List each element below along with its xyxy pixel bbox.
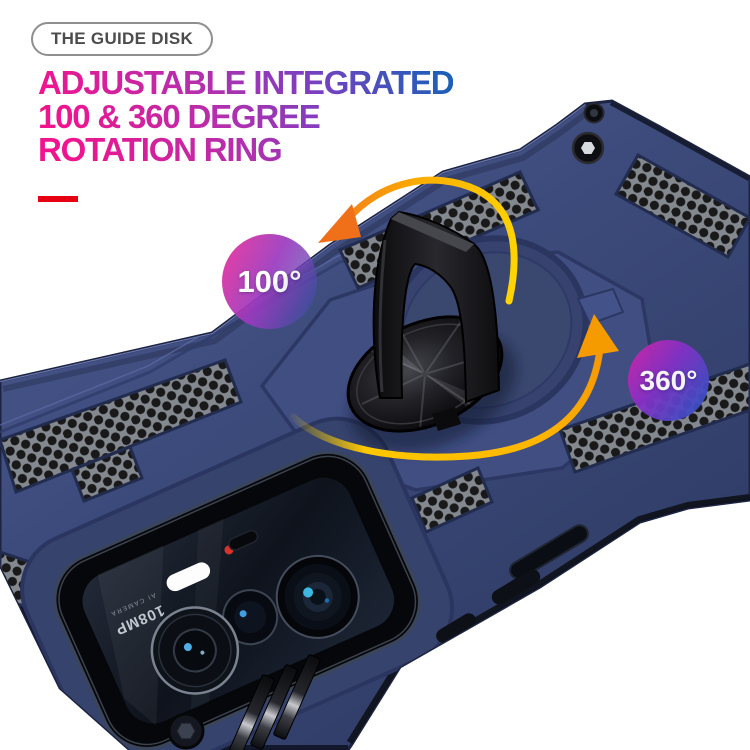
case-top-rim-highlight [0,103,586,383]
kickstand-arch [372,210,501,431]
angle-badge-100: 100° [222,234,317,329]
hex-texture-strip [613,152,750,260]
hex-texture-strip [70,445,144,503]
kickstand-base-notch [432,407,461,431]
tilt-arrow-head [318,204,361,243]
corner-screw-large [571,131,605,165]
bottom-corner-screw [167,712,205,750]
hex-texture-strip [410,465,494,535]
corner-screw-small [583,102,605,124]
angle-badge-100-label: 100° [237,263,302,299]
flash-pill [166,562,211,592]
red-divider [38,196,78,202]
headline-line-2: 100 & 360 DEGREE [38,97,320,135]
camera-module: 108MP AI CAMERA [20,416,455,750]
lens-medium [222,589,279,646]
tagline-badge-label: THE GUIDE DISK [51,29,194,48]
angle-badge-360: 360° [628,340,709,421]
headline: ADJUSTABLE INTEGRATED 100 & 360 DEGREE R… [38,66,453,167]
spin-arrow-head [577,314,619,358]
case-detail-layer: 108MP AI CAMERA [0,101,750,750]
side-buttons [436,524,589,643]
tagline-badge: THE GUIDE DISK [31,22,214,56]
camera-sensor [228,529,259,551]
lens-large [275,554,360,639]
hex-texture-strip [0,358,243,494]
top-edge-buttons [497,107,547,136]
headline-line-1: ADJUSTABLE INTEGRATED [38,64,454,101]
spin-arrow [289,314,619,461]
vent-stripes [227,654,321,750]
lens-ultrawide [150,606,240,695]
case-bottom-edge-shadow [346,494,750,748]
tilt-arrow [318,176,518,305]
kickstand-catch-tab [576,287,625,326]
headline-line-3: ROTATION RING [38,131,282,168]
angle-badge-360-label: 360° [639,364,698,396]
